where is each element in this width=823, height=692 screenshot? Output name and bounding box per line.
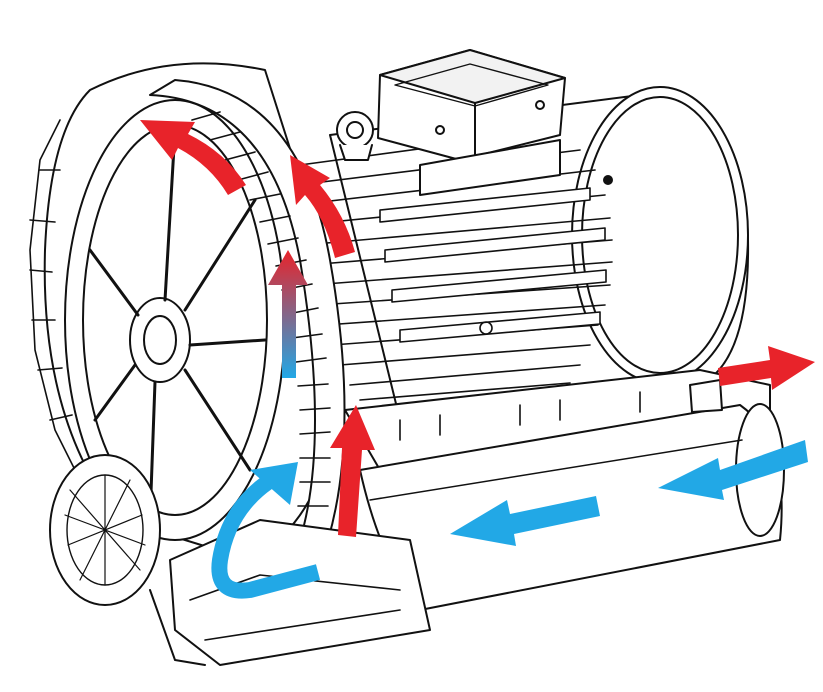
pressure-arrow-outlet [718, 346, 815, 390]
airflow-arrows [140, 120, 815, 599]
impeller-arrow-gradient [268, 250, 308, 378]
motor-base [344, 369, 771, 471]
pressure-arrow-lower [330, 405, 375, 537]
auxiliary-fan [49, 454, 206, 666]
intake-arrow-u-turn [211, 475, 321, 599]
connector-block [169, 519, 431, 666]
pressure-arrow-top-left [140, 120, 246, 195]
blower-cover [64, 99, 286, 541]
pressure-arrow-top-right [290, 155, 355, 258]
terminal-box [377, 49, 566, 196]
intake-arrow-inlet [658, 440, 808, 500]
lifting-eye [336, 111, 374, 161]
intake-arrow-pipe [450, 496, 600, 546]
